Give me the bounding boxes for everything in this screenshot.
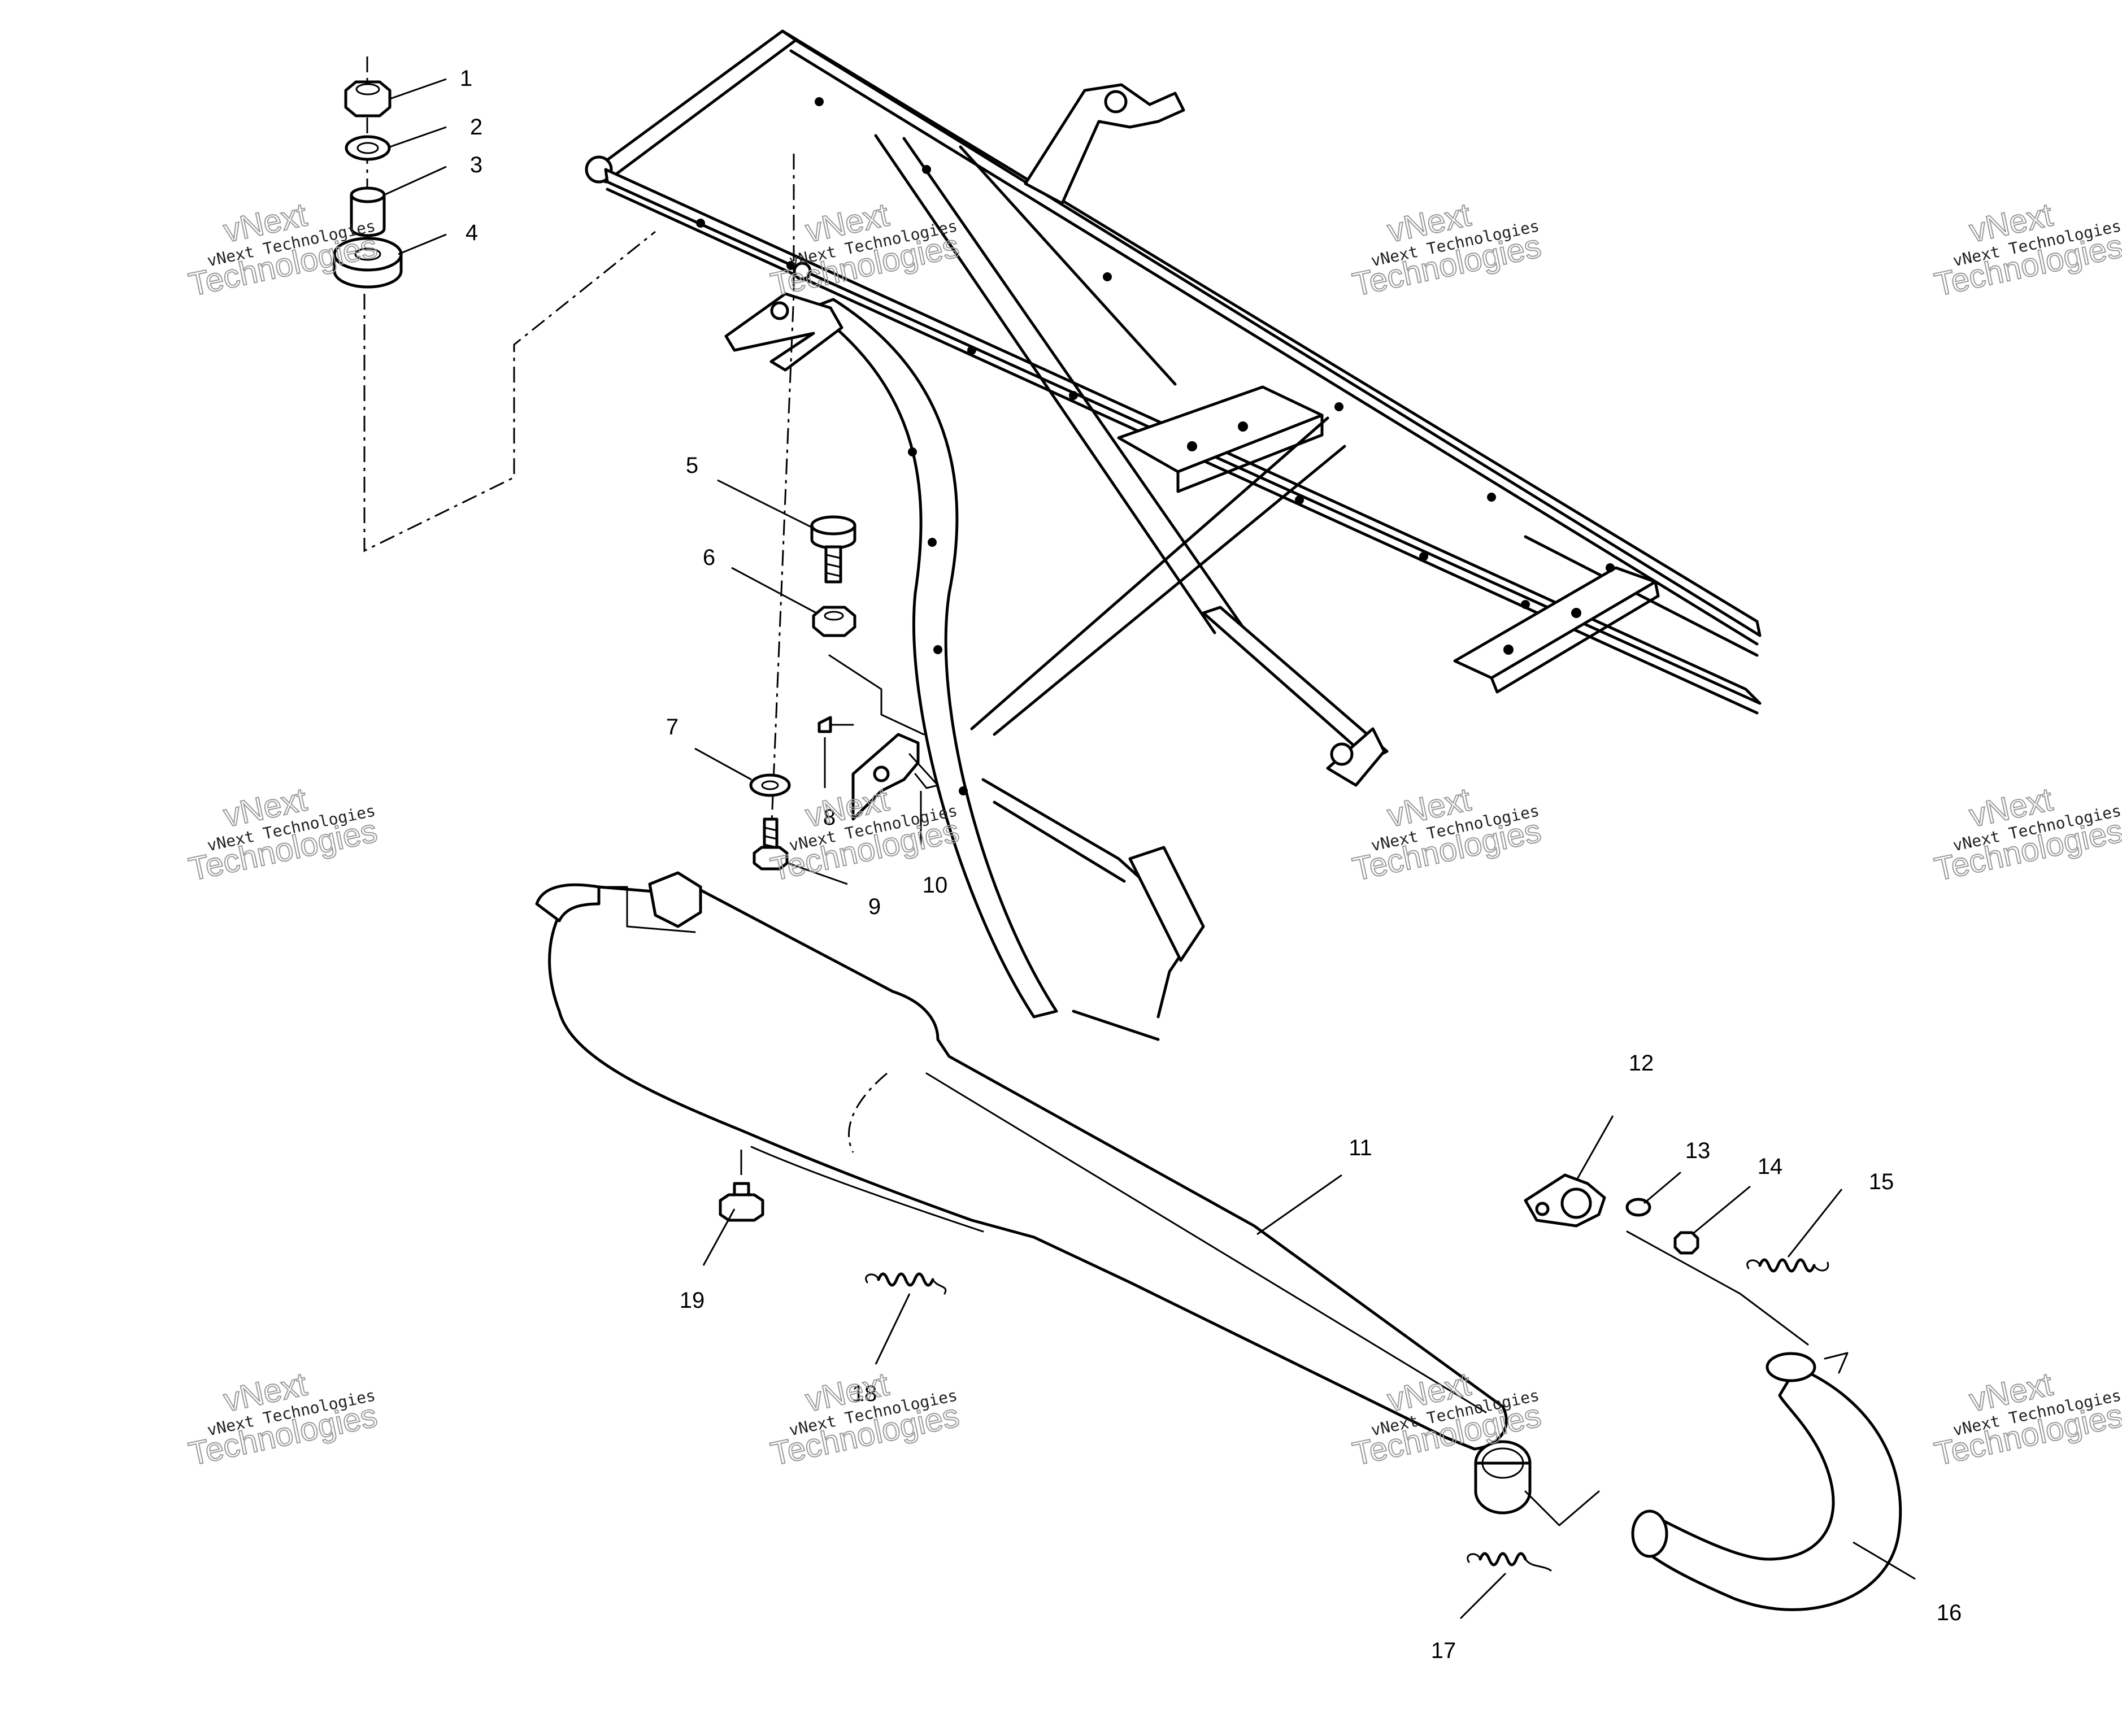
muffler [535,871,1600,1526]
nut-19 [719,1150,764,1222]
washer-2 [345,135,391,161]
spring-18 [865,1272,947,1295]
callout-10: 10 [923,873,948,898]
watermark: vNext vNext Technologies Technologies [1931,780,2122,888]
callout-labels: 1 2 3 4 5 6 7 8 9 10 11 12 13 14 15 16 1… [460,66,1962,1663]
rubber-mount-stack [333,56,795,837]
callout-16: 16 [1937,1600,1962,1625]
callout-14: 14 [1758,1154,1783,1179]
callout-9: 9 [868,894,881,919]
callout-13: 13 [1685,1138,1711,1163]
callout-2: 2 [470,115,482,140]
frame-holes [696,97,1615,609]
callout-12: 12 [1629,1051,1654,1076]
spring-15 [1746,1258,1829,1273]
callout-5: 5 [686,453,698,478]
watermark: vNext vNext Technologies Technologies [185,1365,381,1473]
callout-19: 19 [680,1288,705,1313]
callout-6: 6 [703,545,715,570]
nut-14 [1673,1231,1699,1255]
callout-3: 3 [470,153,482,177]
watermark: vNext vNext Technologies Technologies [767,1365,963,1473]
callout-17: 17 [1431,1638,1456,1663]
hex-nut-1 [344,80,392,118]
watermark: vNext vNext Technologies Technologies [1931,1365,2122,1473]
callout-18: 18 [852,1381,877,1406]
callout-11: 11 [1349,1135,1372,1160]
springs [719,1150,1829,1572]
callout-1: 1 [460,66,472,91]
leader-lines [384,78,1916,1620]
header-pipe-assembly [1524,1173,1902,1611]
watermark: vNext vNext Technologies Technologies [1349,780,1545,888]
watermark: vNext vNext Technologies Technologies [1931,195,2122,303]
callout-15: 15 [1869,1169,1894,1194]
spacer-3 [350,193,386,237]
watermark: vNext vNext Technologies Technologies [1349,195,1545,303]
nut-6 [812,606,856,637]
header-pipe-16 [1640,1365,1902,1611]
callout-7: 7 [666,715,679,739]
washer-7 [749,773,791,797]
mount-fasteners [749,515,939,871]
vehicle-frame [585,29,1762,1041]
callout-4: 4 [466,220,478,245]
callout-8: 8 [823,805,836,830]
spring-17 [1467,1552,1552,1572]
watermark: vNext vNext Technologies Technologies [185,780,381,888]
